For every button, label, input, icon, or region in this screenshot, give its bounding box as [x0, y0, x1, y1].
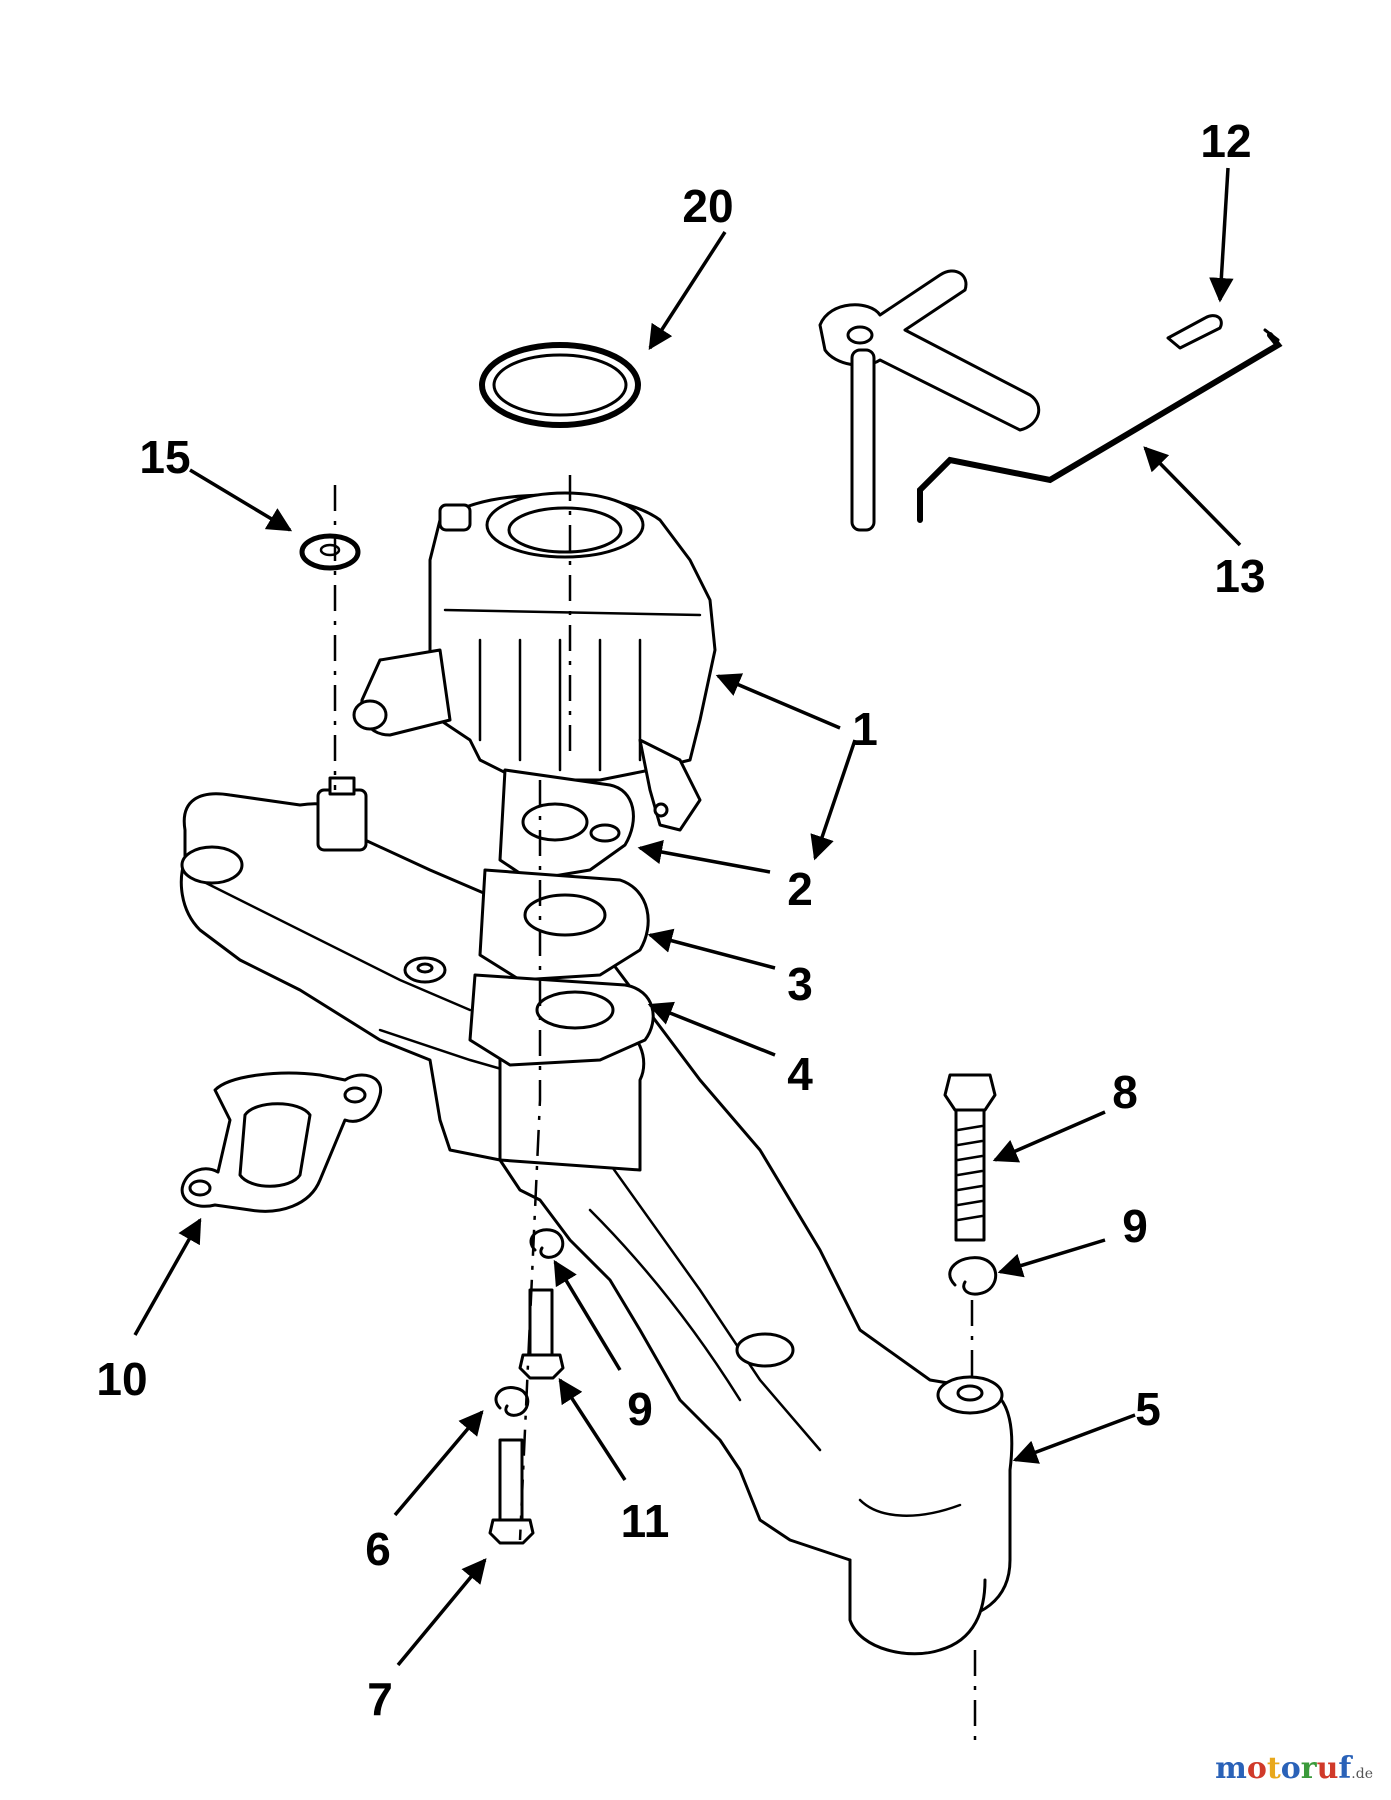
callout-13: 13	[1214, 550, 1265, 602]
callout-3: 3	[787, 958, 813, 1010]
site-watermark: motoruf.de	[1215, 1751, 1373, 1786]
manifold-gasket	[180, 1071, 383, 1213]
throttle-rod	[917, 328, 1283, 523]
watermark-letter: u	[1316, 1751, 1339, 1786]
spacer-block	[478, 868, 650, 982]
watermark-tld: .de	[1351, 1766, 1373, 1782]
bolt-8	[943, 1073, 997, 1242]
watermark-letter: o	[1246, 1751, 1267, 1786]
callout-2: 2	[787, 863, 813, 915]
callout-4: 4	[787, 1048, 813, 1100]
callout-labels: 20 12 13 15 1 2 3 4 8 9 5 10 9 11 6 7	[96, 115, 1265, 1725]
rod-clip	[1166, 314, 1223, 350]
watermark-letter: r	[1300, 1751, 1317, 1786]
lock-washer-9-right	[948, 1256, 998, 1296]
callout-7: 7	[367, 1673, 393, 1725]
callout-1: 1	[852, 703, 878, 755]
callout-20: 20	[682, 180, 733, 232]
watermark-letter: t	[1266, 1751, 1281, 1786]
lock-washer-6	[494, 1386, 530, 1417]
callout-10: 10	[96, 1353, 147, 1405]
callout-9-right: 9	[1122, 1200, 1148, 1252]
leader-arrows	[133, 167, 1242, 1667]
watermark-letter: m	[1215, 1751, 1247, 1786]
callout-5: 5	[1135, 1383, 1161, 1435]
callout-12: 12	[1200, 115, 1251, 167]
base-gasket	[468, 973, 655, 1067]
bolt-7	[488, 1438, 535, 1545]
watermark-letter: o	[1280, 1751, 1301, 1786]
callout-11: 11	[621, 1495, 670, 1547]
assembly-centerlines	[333, 475, 977, 1750]
callout-15: 15	[139, 431, 190, 483]
callout-9-left: 9	[627, 1383, 653, 1435]
washer-15	[299, 533, 361, 571]
throttle-lever	[818, 269, 1041, 532]
watermark-text: motoruf	[1215, 1751, 1351, 1786]
callout-6: 6	[365, 1523, 391, 1575]
callout-8: 8	[1112, 1066, 1138, 1118]
lock-washer-9-left	[529, 1228, 565, 1259]
watermark-letter: f	[1338, 1751, 1352, 1786]
o-ring-seal	[479, 342, 641, 428]
bolt-11	[518, 1288, 565, 1380]
carburetor	[352, 491, 717, 832]
carburetor-gasket	[498, 768, 635, 882]
